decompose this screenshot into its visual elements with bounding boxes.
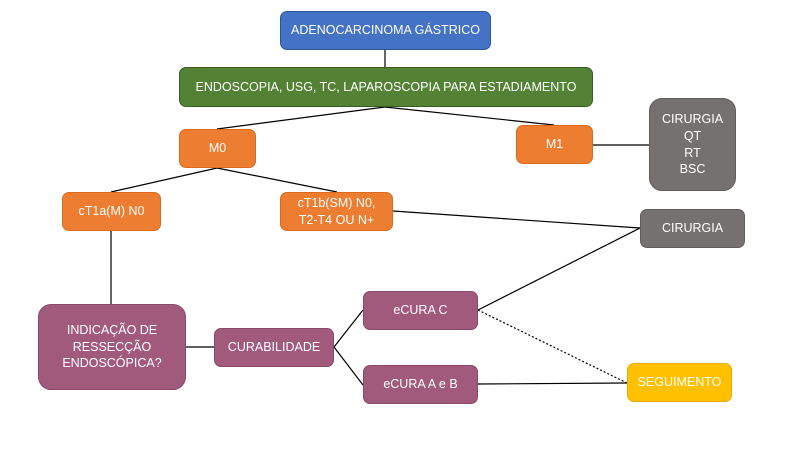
node-m0: M0 — [179, 129, 256, 168]
edge-ecura-c-seguimento-dashed — [477, 309, 628, 384]
node-m1: M1 — [516, 125, 593, 164]
node-indicacao-resseccao: INDICAÇÃO DE RESSECÇÃO ENDOSCÓPICA? — [38, 304, 186, 390]
node-estadiamento: ENDOSCOPIA, USG, TC, LAPAROSCOPIA PARA E… — [179, 67, 593, 107]
edge-m0-ct1a — [110, 167, 218, 193]
node-seguimento: SEGUIMENTO — [627, 363, 732, 402]
edge-curabilidade-ecura-c — [333, 309, 364, 348]
edge-ct1b-cirurgia — [392, 210, 641, 229]
edge-estadiamento-m1 — [384, 106, 555, 126]
edge-ecura-ab-seguimento — [477, 382, 628, 385]
node-curabilidade: CURABILIDADE — [214, 328, 334, 367]
node-ct1b: cT1b(SM) N0, T2-T4 OU N+ — [280, 192, 393, 231]
node-ecura-c: eCURA C — [363, 291, 478, 330]
node-cirurgia-qt-rt-bsc: CIRURGIA QT RT BSC — [649, 98, 736, 191]
node-adenocarcinoma-gastrico: ADENOCARCINOMA GÁSTRICO — [280, 11, 491, 50]
edge-ecura-c-cirurgia — [477, 227, 641, 311]
edge-estadiamento-m0 — [216, 106, 386, 130]
node-ecura-a-e-b: eCURA A e B — [363, 365, 478, 404]
node-cirurgia: CIRURGIA — [640, 209, 745, 248]
edge-m0-ct1b — [216, 167, 338, 193]
node-ct1a: cT1a(M) N0 — [62, 192, 161, 231]
edge-curabilidade-ecura-ab — [333, 346, 364, 386]
